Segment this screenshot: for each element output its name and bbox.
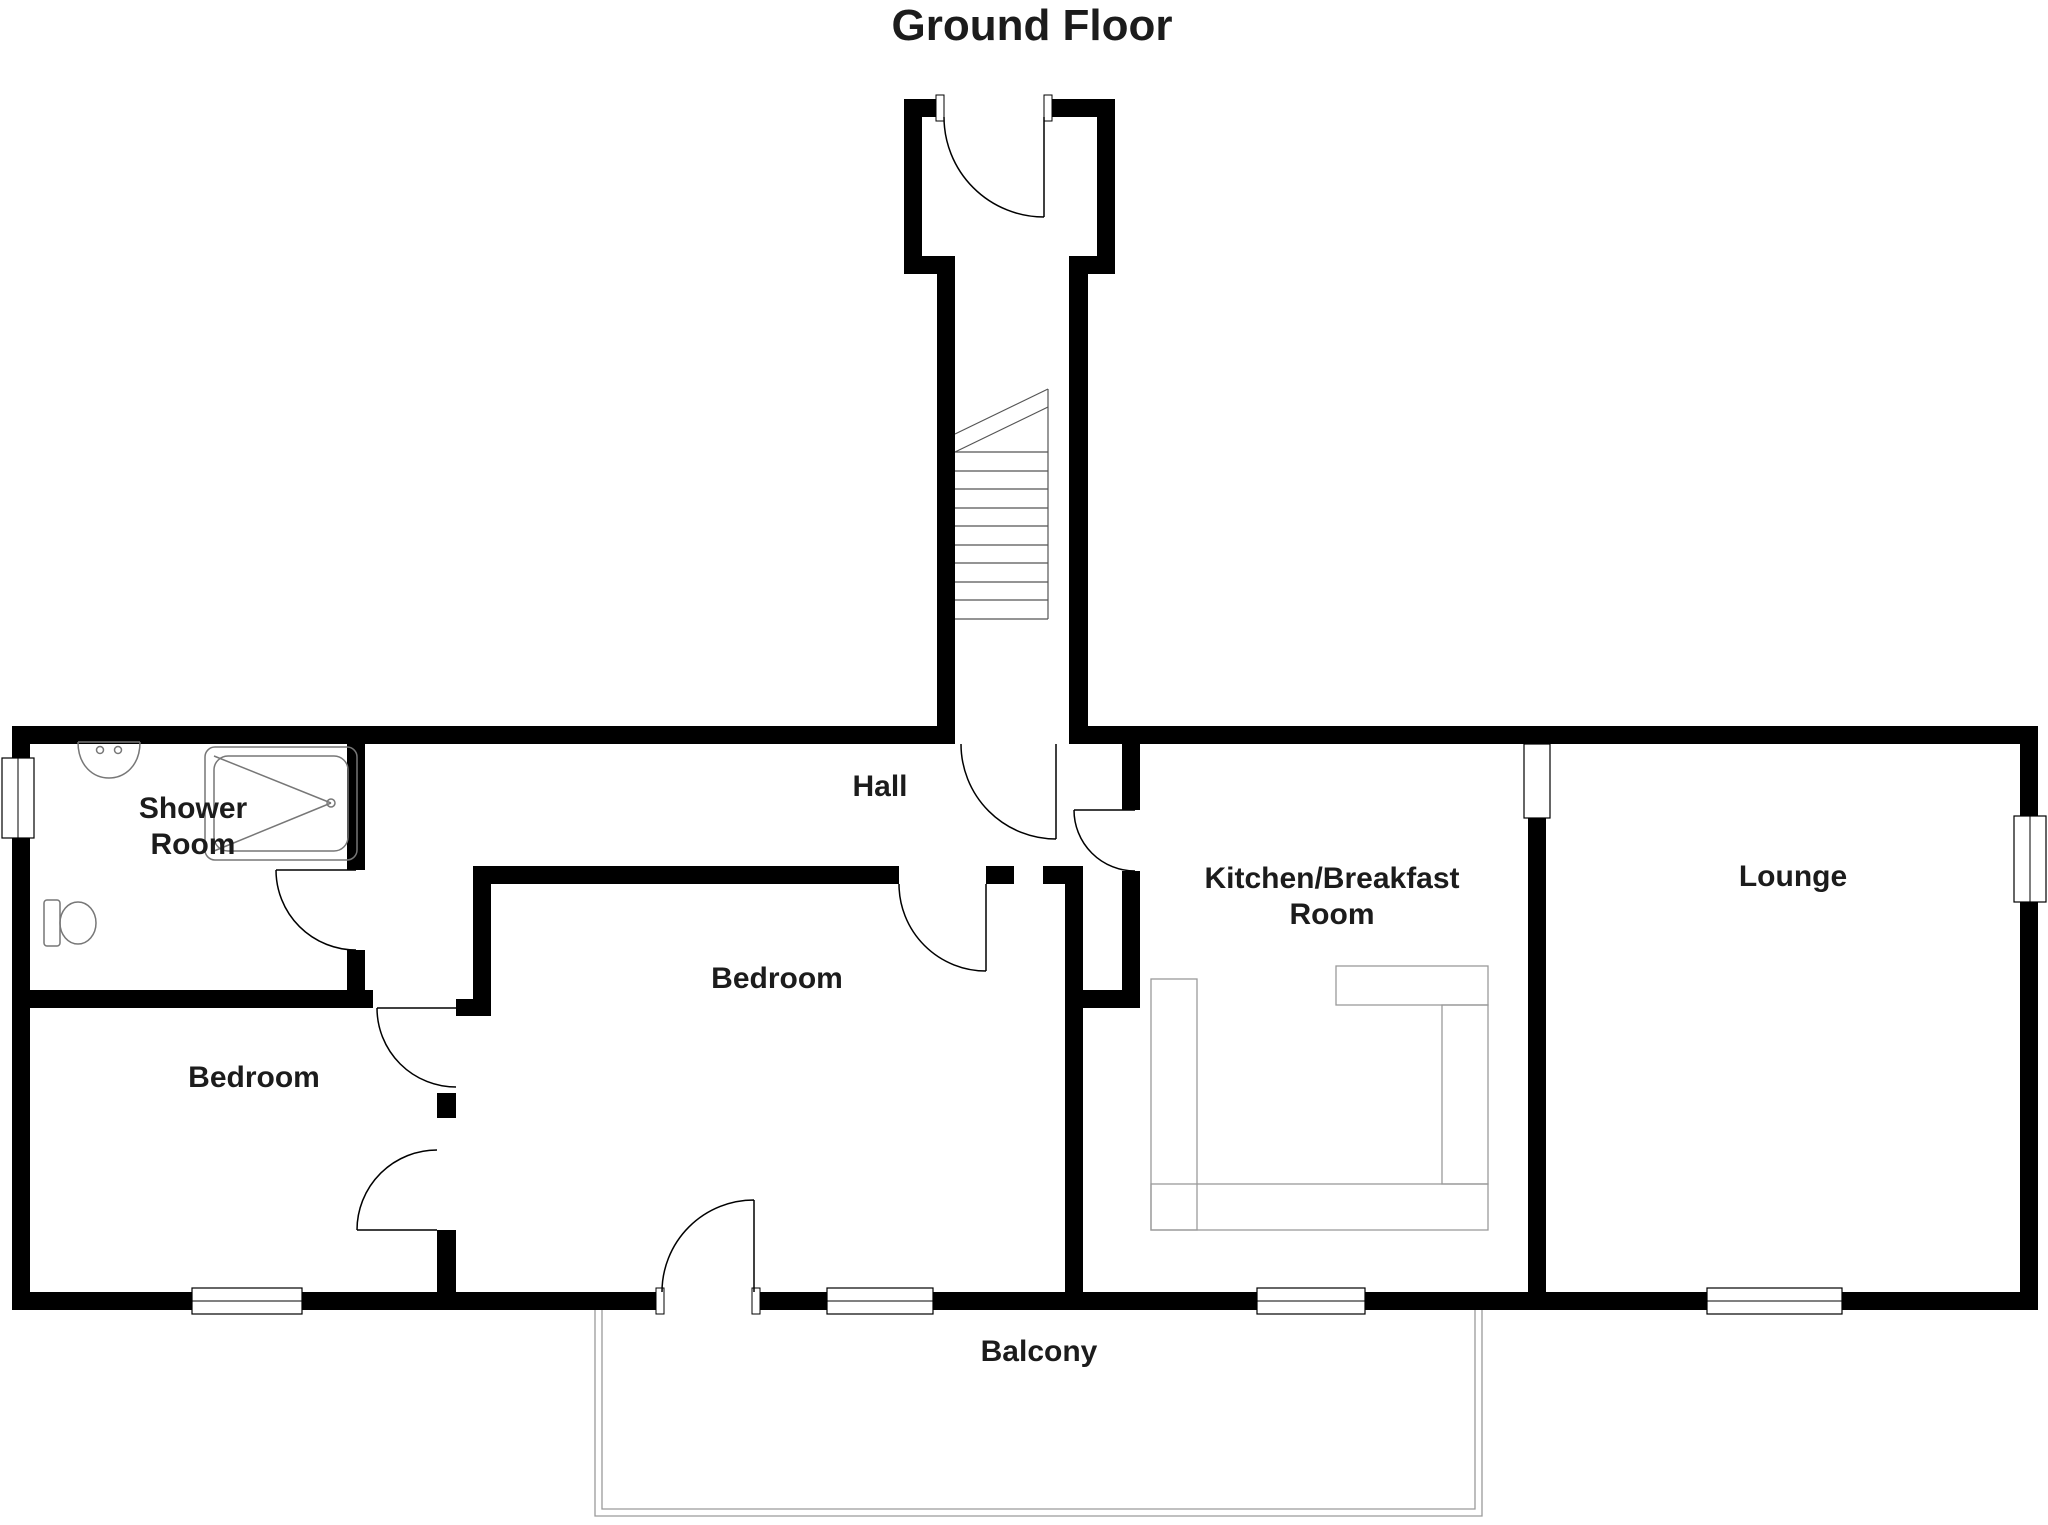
bathroom-fixtures — [43, 741, 358, 947]
wall-segment — [1065, 866, 1083, 1292]
doors — [275, 116, 1136, 1293]
hall-stair-door — [960, 743, 1057, 840]
balcony-edge-inner — [601, 1310, 1476, 1510]
wall-segment — [1043, 866, 1065, 884]
bath-slope-lines — [213, 755, 332, 852]
wall-segment — [1122, 744, 1140, 810]
windows — [1, 743, 2047, 1315]
wall-segment — [491, 866, 899, 884]
bath-drain — [326, 798, 336, 808]
counter-run — [1335, 965, 1489, 1006]
exterior-walls — [12, 726, 2038, 1310]
stair-break-line — [954, 388, 1049, 453]
counter-run — [1150, 1183, 1489, 1231]
sink-fixture — [77, 741, 141, 779]
staircase — [954, 388, 1049, 620]
balcony-outline — [594, 1310, 1483, 1517]
wall-segment — [937, 256, 955, 744]
bath-fixture-inner — [213, 755, 349, 852]
entrance-door — [943, 116, 1045, 218]
toilet-fixture — [59, 901, 97, 945]
balcony-edge-outer — [594, 1310, 1483, 1517]
wall-segment — [12, 726, 30, 1310]
door-jamb — [1043, 94, 1053, 122]
wall-segment — [1044, 99, 1115, 117]
wall-segment — [1065, 990, 1140, 1008]
wall-segment — [904, 99, 944, 117]
wall-segment — [12, 726, 937, 744]
stair-treads — [955, 451, 1048, 620]
wall-segment — [2020, 726, 2038, 1310]
doorway-opening — [1523, 743, 1551, 819]
bedroom-left-door-lower — [356, 1149, 438, 1231]
kitchen-counter — [1150, 965, 1489, 1231]
floor-title: Ground Floor — [891, 1, 1173, 50]
wall-segment — [1528, 815, 1546, 1292]
wall-segment — [904, 99, 922, 274]
wall-segment — [1097, 99, 1115, 274]
sink-tap — [113, 745, 123, 755]
bedroom-left-door-upper — [376, 1007, 457, 1088]
door-jamb — [655, 1287, 665, 1315]
bath-fixture — [204, 746, 358, 861]
sink-tap — [95, 745, 105, 755]
toilet-cistern — [43, 899, 61, 947]
counter-run — [1150, 978, 1198, 1231]
balcony-door — [661, 1199, 755, 1293]
door-jamb — [935, 94, 945, 122]
room-label-lounge: Lounge — [1738, 860, 1848, 893]
wall-segment — [473, 866, 491, 1004]
wall-segment — [12, 1292, 2038, 1310]
counter-run — [1441, 1004, 1489, 1185]
porch-walls — [904, 94, 1115, 744]
wall-segment — [437, 1093, 456, 1118]
bedroom-center-door — [898, 883, 987, 972]
room-label-shower-room: Shower Room — [138, 792, 248, 861]
wall-segment — [1069, 256, 1088, 744]
room-label-hall: Hall — [852, 770, 908, 803]
room-label-bedroom-left: Bedroom — [188, 1061, 320, 1094]
door-opening — [660, 1290, 756, 1312]
shower-room-door — [275, 869, 357, 951]
wall-segment — [986, 866, 1014, 884]
kitchen-door — [1073, 809, 1136, 872]
wall-segment — [12, 990, 373, 1008]
wall-segment — [347, 744, 365, 870]
wall-segment — [1088, 726, 2038, 744]
room-label-balcony: Balcony — [980, 1335, 1098, 1368]
room-label-kitchen: Kitchen/Breakfast Room — [1204, 862, 1460, 931]
room-label-bedroom-center: Bedroom — [711, 962, 843, 995]
wall-segment — [437, 1230, 456, 1292]
interior-walls — [12, 744, 1546, 1292]
wall-segment — [1122, 871, 1140, 990]
door-jamb — [751, 1287, 761, 1315]
